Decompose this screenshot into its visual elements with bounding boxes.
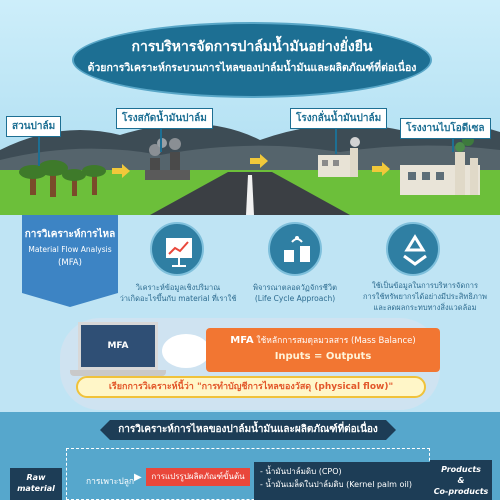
extraction-plant — [145, 138, 190, 180]
label-stem — [38, 132, 40, 166]
page-subtitle: ด้วยการวิเคราะห์กระบวนการไหลของปาล์มน้ำม… — [87, 62, 417, 74]
chart-icon — [150, 222, 204, 276]
mfa-abbrev: (MFA) — [58, 258, 82, 268]
mfa-title: การวิเคราะห์การไหล — [24, 229, 116, 240]
step-cultivation: การเพาะปลูก — [86, 477, 135, 487]
mass-balance-box: MFA ใช้หลักการสมดุลมวลสาร (Mass Balance)… — [206, 328, 440, 372]
step-primary-processing: การแปรรูปผลิตภัณฑ์ขั้นต้น — [146, 468, 250, 486]
equation: Inputs = Outputs — [274, 351, 372, 362]
page-title: การบริหารจัดการปาล์มน้ำมันอย่างยั่งยืน — [131, 39, 373, 55]
recycle-icon — [386, 222, 440, 276]
label-plantation: สวนปาล์ม — [6, 116, 62, 137]
arrow-right-icon: ▶ — [134, 472, 142, 483]
laptop-icon — [70, 370, 166, 376]
flow-arrows — [112, 154, 390, 178]
label-stem — [452, 134, 454, 152]
refinery-plant — [318, 137, 360, 177]
laptop-screen: MFA — [78, 322, 158, 370]
products-box: Products & Co-products — [430, 460, 492, 500]
speech-bubble — [162, 334, 210, 368]
biodiesel-plant — [400, 134, 480, 195]
principle-text: ใช้หลักการสมดุลมวลสาร (Mass Balance) — [256, 336, 416, 346]
physical-flow-note: เรียกการวิเคราะห์นี้ว่า "การทำบัญชีการไห… — [76, 376, 426, 398]
feature-caption-2: พิจารณาตลอดวัฏจักรชีวิต (Life Cycle Appr… — [253, 283, 337, 303]
landscape-scene — [0, 123, 500, 215]
outputs-box: - น้ำมันปาล์มดิบ (CPO) - น้ำมันเมล็ดในปา… — [254, 462, 430, 500]
principle-bold: MFA — [230, 335, 254, 346]
title-banner: การบริหารจัดการปาล์มน้ำมันอย่างยั่งยืน ด… — [72, 22, 432, 98]
label-extraction: โรงสกัดน้ำมันปาล์ม — [116, 108, 213, 129]
feature-caption-3: ใช้เป็นข้อมูลในการบริหารจัดการ การใช้ทรั… — [363, 281, 487, 312]
palm-trees — [19, 160, 106, 197]
label-stem — [335, 124, 337, 154]
label-stem — [160, 124, 162, 152]
label-refinery: โรงกลั่นน้ำมันปาล์ม — [290, 108, 388, 129]
feature-caption-1: วิเคราะห์ข้อมูลเชิงปริมาณ ว่าเกิดอะไรขึ้… — [119, 283, 237, 303]
lifecycle-icon — [268, 222, 322, 276]
mfa-english: Material Flow Analysis — [28, 245, 112, 254]
raw-material-box: Raw material — [10, 468, 62, 500]
label-biodiesel: โรงงานไบโอดีเซล — [400, 118, 491, 139]
flow-banner: การวิเคราะห์การไหลของปาล์มน้ำมันและผลิตภ… — [100, 420, 396, 440]
mfa-badge: การวิเคราะห์การไหล Material Flow Analysi… — [22, 215, 118, 307]
